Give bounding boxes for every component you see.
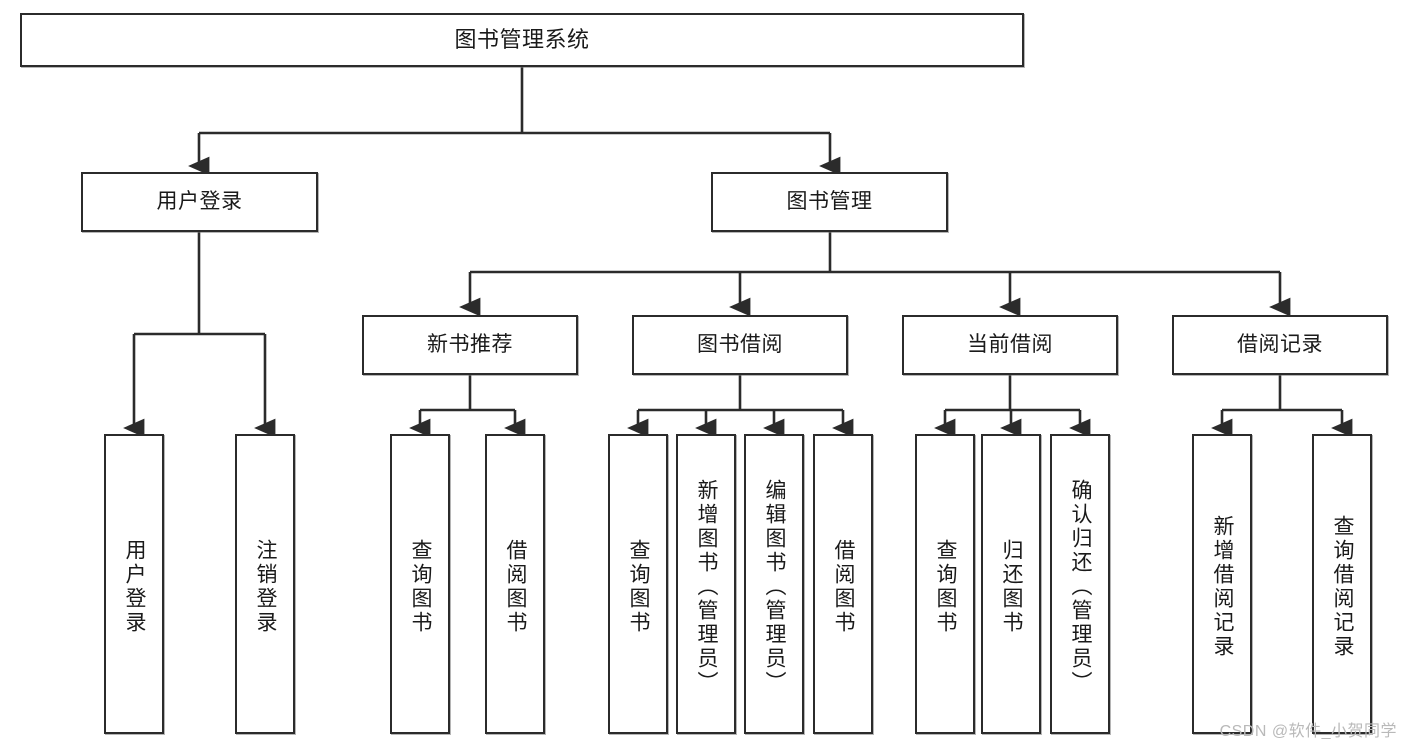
node-leaf-query-borrow-record[interactable]: 查询借阅记录 bbox=[1312, 434, 1372, 734]
node-leaf-user-login[interactable]: 用户登录 bbox=[104, 434, 164, 734]
node-root-book-management-system[interactable]: 图书管理系统 bbox=[20, 13, 1024, 67]
node-leaf-borrow-book-recommend[interactable]: 借阅图书 bbox=[485, 434, 545, 734]
node-leaf-borrow-book[interactable]: 借阅图书 bbox=[813, 434, 873, 734]
node-label: 注销登录 bbox=[254, 539, 278, 635]
node-label: 借阅图书 bbox=[832, 539, 856, 635]
node-label: 查询图书 bbox=[627, 539, 651, 635]
node-label: 新增图书（管理员） bbox=[695, 479, 719, 695]
node-leaf-edit-book-admin[interactable]: 编辑图书（管理员） bbox=[744, 434, 804, 734]
node-label: 借阅记录 bbox=[1237, 333, 1323, 357]
node-label: 确认归还（管理员） bbox=[1069, 479, 1093, 695]
node-current-borrowing[interactable]: 当前借阅 bbox=[902, 315, 1118, 375]
node-label: 借阅图书 bbox=[504, 539, 528, 635]
node-user-login[interactable]: 用户登录 bbox=[81, 172, 318, 232]
node-label: 归还图书 bbox=[1000, 539, 1024, 635]
node-borrowing-records[interactable]: 借阅记录 bbox=[1172, 315, 1388, 375]
node-leaf-logout[interactable]: 注销登录 bbox=[235, 434, 295, 734]
node-label: 用户登录 bbox=[123, 539, 147, 635]
node-label: 用户登录 bbox=[156, 190, 243, 214]
node-book-borrowing[interactable]: 图书借阅 bbox=[632, 315, 848, 375]
node-leaf-return-book[interactable]: 归还图书 bbox=[981, 434, 1041, 734]
node-label: 新书推荐 bbox=[427, 333, 513, 357]
node-leaf-add-borrow-record[interactable]: 新增借阅记录 bbox=[1192, 434, 1252, 734]
csdn-watermark: CSDN @软件_小贺同学 bbox=[1219, 723, 1397, 740]
node-leaf-query-book-current[interactable]: 查询图书 bbox=[915, 434, 975, 734]
node-label: 查询图书 bbox=[934, 539, 958, 635]
node-label: 图书管理系统 bbox=[454, 26, 590, 52]
node-label: 图书借阅 bbox=[697, 333, 783, 357]
node-label: 查询借阅记录 bbox=[1331, 515, 1355, 659]
node-new-book-recommendation[interactable]: 新书推荐 bbox=[362, 315, 578, 375]
node-label: 编辑图书（管理员） bbox=[763, 479, 787, 695]
node-label: 查询图书 bbox=[409, 539, 433, 635]
node-label: 当前借阅 bbox=[967, 333, 1053, 357]
node-leaf-confirm-return-admin[interactable]: 确认归还（管理员） bbox=[1050, 434, 1110, 734]
node-leaf-query-book-borrow[interactable]: 查询图书 bbox=[608, 434, 668, 734]
node-book-management[interactable]: 图书管理 bbox=[711, 172, 948, 232]
node-leaf-query-book-recommend[interactable]: 查询图书 bbox=[390, 434, 450, 734]
node-label: 新增借阅记录 bbox=[1211, 515, 1235, 659]
node-leaf-add-book-admin[interactable]: 新增图书（管理员） bbox=[676, 434, 736, 734]
node-label: 图书管理 bbox=[786, 190, 873, 214]
